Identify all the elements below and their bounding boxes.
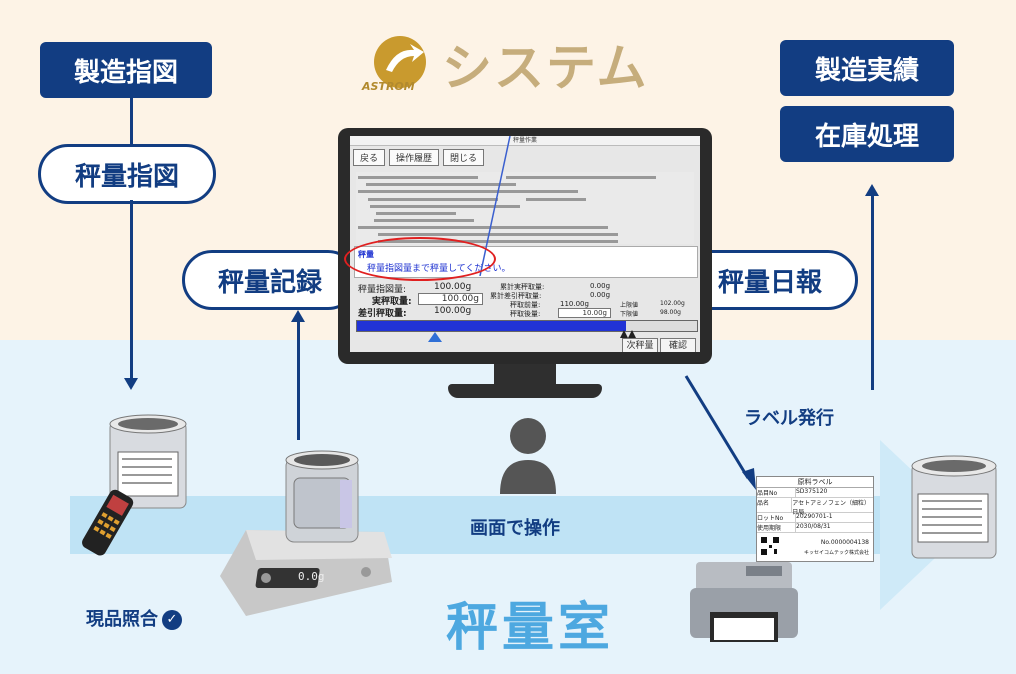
flow-band (70, 496, 890, 554)
logo-text: ASTROM (362, 80, 415, 93)
up-arrow-line (871, 194, 874, 390)
item-check-text: 現品照合 (86, 609, 158, 630)
down-arrow-line (130, 200, 133, 380)
label-key: ロットNo (757, 513, 796, 522)
triangle-marker-icon (428, 332, 442, 342)
scale-display: 0.0g (298, 570, 325, 583)
label-value: SD375120 (796, 488, 828, 495)
cum-actual-label: 累計実秤取量: (500, 283, 545, 291)
cum-diff-value: 0.00g (590, 291, 611, 299)
cum-diff-label: 累計差引秤取量: (490, 292, 542, 300)
label-arrow-icon (684, 375, 756, 490)
window-titlebar: 秤量作業 (350, 136, 700, 146)
label-key: 品目No (757, 488, 796, 497)
instructed-label: 秤量指図量: (358, 285, 407, 295)
confirm-button[interactable]: 確認 (660, 338, 696, 352)
inventory-processing-box: 在庫処理 (780, 106, 954, 162)
order-info-panel (356, 172, 694, 244)
weighing-instruction-pill: 秤量指図 (38, 144, 216, 204)
monitor-base (448, 384, 602, 398)
up-arrowhead-icon (291, 310, 305, 322)
limit-marker-icon (620, 330, 636, 338)
label-company: キッセイコムテック株式会社 (803, 550, 869, 556)
qr-code-icon (761, 537, 779, 555)
up-arrow-line (297, 320, 300, 440)
info-text-lines (358, 176, 656, 243)
message-highlight (344, 237, 496, 281)
printer-icon (690, 562, 798, 642)
progress-fill (357, 321, 626, 331)
monitor-stand (494, 364, 556, 386)
cum-actual-value: 0.00g (590, 282, 611, 290)
close-button[interactable]: 閉じる (443, 149, 485, 166)
lower-label: 下限値 (620, 311, 639, 318)
upper-label: 上限値 (620, 302, 639, 309)
down-arrowhead-icon (124, 378, 138, 390)
weighing-scale-icon (220, 450, 392, 616)
back-button[interactable]: 戻る (353, 149, 386, 166)
diff-label: 差引秤取量: (358, 309, 407, 319)
label-title: 原料ラベル (757, 477, 873, 488)
upper-value: 102.00g (660, 300, 685, 307)
check-icon: ✓ (162, 610, 182, 630)
up-arrowhead-icon (865, 184, 879, 196)
before-value: 110.00g (560, 300, 589, 308)
label-value: アセトアミノフェン（細粒）日局 (792, 500, 870, 516)
history-button[interactable]: 操作履歴 (389, 149, 440, 166)
label-issue-caption: ラベル発行 (744, 408, 834, 429)
labeled-can-icon (109, 414, 187, 509)
barcode-scanner-icon[interactable] (78, 484, 138, 564)
after-label: 秤取後量: (510, 310, 541, 318)
label-value: 20290701-1 (796, 513, 833, 520)
manufacturing-results-box: 製造実績 (780, 40, 954, 96)
connector-line (130, 98, 133, 146)
instructed-value: 100.00g (434, 282, 472, 292)
monitor: 秤量作業 戻る操作履歴閉じる 秤量 (338, 128, 712, 364)
room-title: 秤量室 (446, 598, 615, 658)
weighing-record-pill: 秤量記録 (182, 250, 358, 310)
item-check-caption: 現品照合✓ (86, 605, 182, 631)
label-value: 2030/08/31 (796, 523, 831, 530)
weight-progress-bar (356, 320, 698, 332)
lower-value: 98.00g (660, 309, 681, 316)
person-icon (500, 418, 556, 494)
manufacturing-instruction-box: 製造指図 (40, 42, 212, 98)
diff-value: 100.00g (434, 306, 472, 316)
system-title: システム (442, 39, 649, 97)
screen-operation-caption: 画面で操作 (470, 518, 560, 539)
label-key: 品名 (757, 498, 793, 512)
actual-weight-field[interactable]: 100.00g (418, 293, 483, 305)
actual-label: 実秤取量: (372, 297, 412, 307)
after-weight-field[interactable]: 10.00g (558, 308, 611, 318)
labeled-can-icon (911, 455, 997, 559)
label-key: 使用期限 (757, 523, 796, 532)
next-weighing-button[interactable]: 次秤量 (622, 338, 658, 352)
astrom-logo-icon (374, 36, 426, 88)
label-code: No.0000004138 (820, 539, 869, 546)
before-label: 秤取前量: (510, 301, 541, 309)
